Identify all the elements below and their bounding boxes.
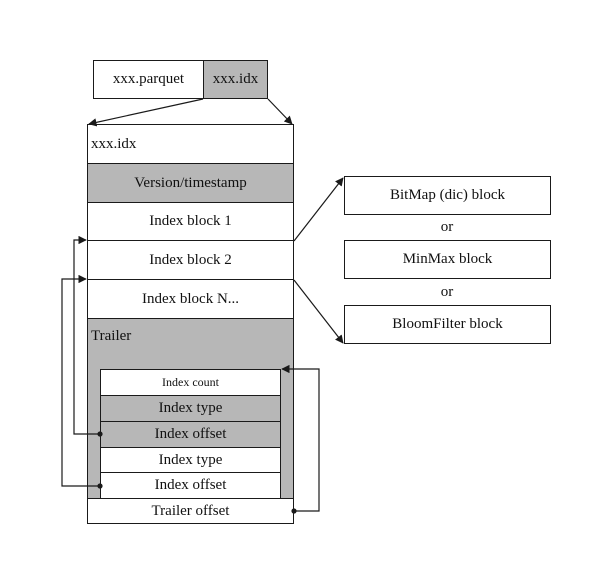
index-block-2: Index block 2 [87,240,294,280]
bloomfilter-block: BloomFilter block [344,305,551,344]
parquet-file-label: xxx.parquet [112,71,185,87]
index-offset-label-2: Index offset [154,477,227,493]
index-block-1-label: Index block 1 [149,213,232,229]
arrow-to-bloomfilter [293,279,344,344]
arrow-to-bitmap [293,177,344,242]
index-block-n-label: Index block N... [141,290,240,307]
index-offset-label-1: Index offset [154,426,227,442]
index-count-label: Index count [162,375,219,389]
trailer-offset-dot [291,508,297,514]
index-block-n: Index block N... [87,279,294,319]
index-offset-row-2: Index offset [100,472,281,499]
index-type-row-2: Index type [100,447,281,473]
idx-file-box: xxx.idx [203,60,268,99]
idx-file-header: xxx.idx [87,124,294,164]
or-label-1: or [440,219,454,235]
trailer-label: Trailer [91,328,132,344]
bloomfilter-block-label: BloomFilter block [392,316,503,332]
index-type-label-1: Index type [158,400,223,416]
expand-arrow-right [267,98,293,125]
offset-2-dot [97,483,103,489]
expand-arrow-left [88,98,204,127]
offset-1-dot [97,431,103,437]
idx-file-title: xxx.idx [91,135,137,152]
trailer-offset-block: Trailer offset [87,498,294,524]
minmax-block: MinMax block [344,240,551,279]
offset-2-pointer [61,274,100,487]
minmax-block-label: MinMax block [402,251,493,267]
version-label: Version/timestamp [134,174,247,191]
index-block-1: Index block 1 [87,202,294,241]
bitmap-block-label: BitMap (dic) block [390,187,505,203]
trailer-offset-label: Trailer offset [151,502,230,519]
parquet-file-box: xxx.parquet [93,60,204,99]
idx-file-label: xxx.idx [212,71,259,87]
index-type-label-2: Index type [158,451,223,468]
bitmap-block: BitMap (dic) block [344,176,551,215]
or-label-2: or [440,284,454,300]
offset-1-pointer [73,235,100,435]
index-type-row-1: Index type [100,395,281,422]
trailer-offset-pointer [281,364,320,512]
index-block-2-label: Index block 2 [149,251,232,268]
